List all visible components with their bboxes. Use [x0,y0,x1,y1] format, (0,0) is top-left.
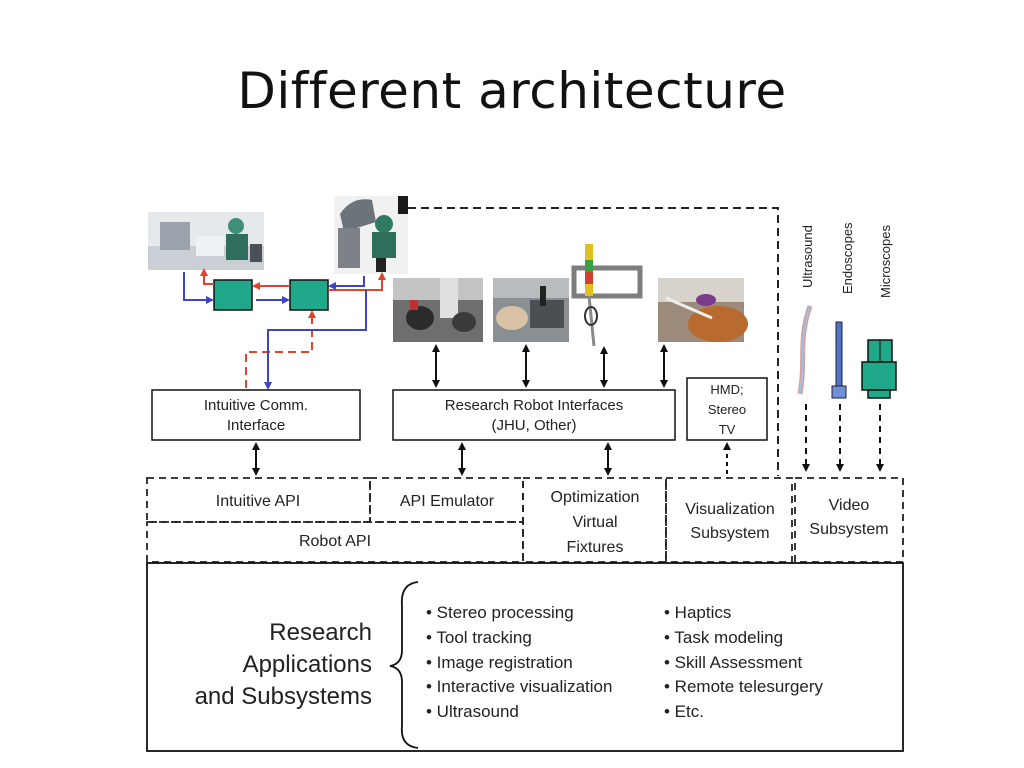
research-items-left: • Stereo processing • Tool tracking • Im… [426,603,612,721]
research-label-line-1: Research [269,619,372,646]
intuitive-comm-line-2: Interface [227,417,285,434]
research-item: • Skill Assessment [664,653,802,672]
red-arrows [200,268,386,388]
intuitive-comm-line-1: Intuitive Comm. [204,397,308,414]
research-items-right: • Haptics • Task modeling • Skill Assess… [664,603,824,721]
research-item: • Tool tracking [426,628,532,647]
research-robot-line-2: (JHU, Other) [491,417,576,434]
module-box-right [289,279,329,311]
device-label-microscopes: Microscopes [878,225,893,298]
research-item: • Image registration [426,653,573,672]
robot-hand-photo-1 [393,278,483,342]
operating-room-photo [148,212,264,270]
optimization-line-3: Fixtures [567,539,624,556]
research-item: • Task modeling [664,628,783,647]
intuitive-api-label: Intuitive API [216,493,301,510]
visualization-line-1: Visualization [685,501,775,518]
video-line-1: Video [829,497,870,514]
robot-api-label: Robot API [299,533,371,550]
microscope-icon [861,339,897,399]
photo-link-arrows [432,344,668,388]
visualization-line-2: Subsystem [690,525,769,542]
research-item: • Remote telesurgery [664,677,824,696]
ultrasound-probe-icon [797,305,813,395]
research-applications-box [146,562,904,752]
research-item: • Haptics [664,603,731,622]
curly-brace [389,581,419,749]
research-robot-interfaces-box: Research Robot Interfaces (JHU, Other) [392,389,676,441]
research-item: • Interactive visualization [426,677,612,696]
api-link-arrows [252,442,731,476]
video-line-2: Subsystem [809,521,888,538]
endoscope-icon [831,321,847,399]
hmd-line-1: HMD; [710,382,743,397]
hmd-line-3: TV [719,422,736,437]
api-emulator-label: API Emulator [400,493,495,510]
dashed-frame-top [408,207,779,476]
robot-hand-photo-2 [493,278,569,342]
research-item: • Ultrasound [426,702,519,721]
research-label-line-3: and Subsystems [195,683,372,710]
research-label-line-2: Applications [243,651,372,678]
device-label-endoscopes: Endoscopes [840,222,855,294]
surgeon-console-photo [334,196,408,274]
research-robot-line-1: Research Robot Interfaces [445,397,623,414]
research-item: • Etc. [664,702,704,721]
optimization-line-2: Virtual [572,514,617,531]
hmd-line-2: Stereo [708,402,746,417]
device-label-ultrasound: Ultrasound [800,225,815,288]
device-dashed-arrows [802,404,884,472]
research-item: • Stereo processing [426,603,574,622]
blue-arrows [183,272,367,390]
slide-title: Different architecture [237,62,787,120]
api-layer [146,477,904,563]
tissue-surgery-photo [658,278,748,342]
hmd-stereo-tv-box: HMD; Stereo TV [686,377,768,441]
optimization-line-1: Optimization [551,489,640,506]
tool-tracking-photo [571,244,643,347]
intuitive-comm-interface-box: Intuitive Comm. Interface [151,389,361,441]
module-box-left [213,279,253,311]
